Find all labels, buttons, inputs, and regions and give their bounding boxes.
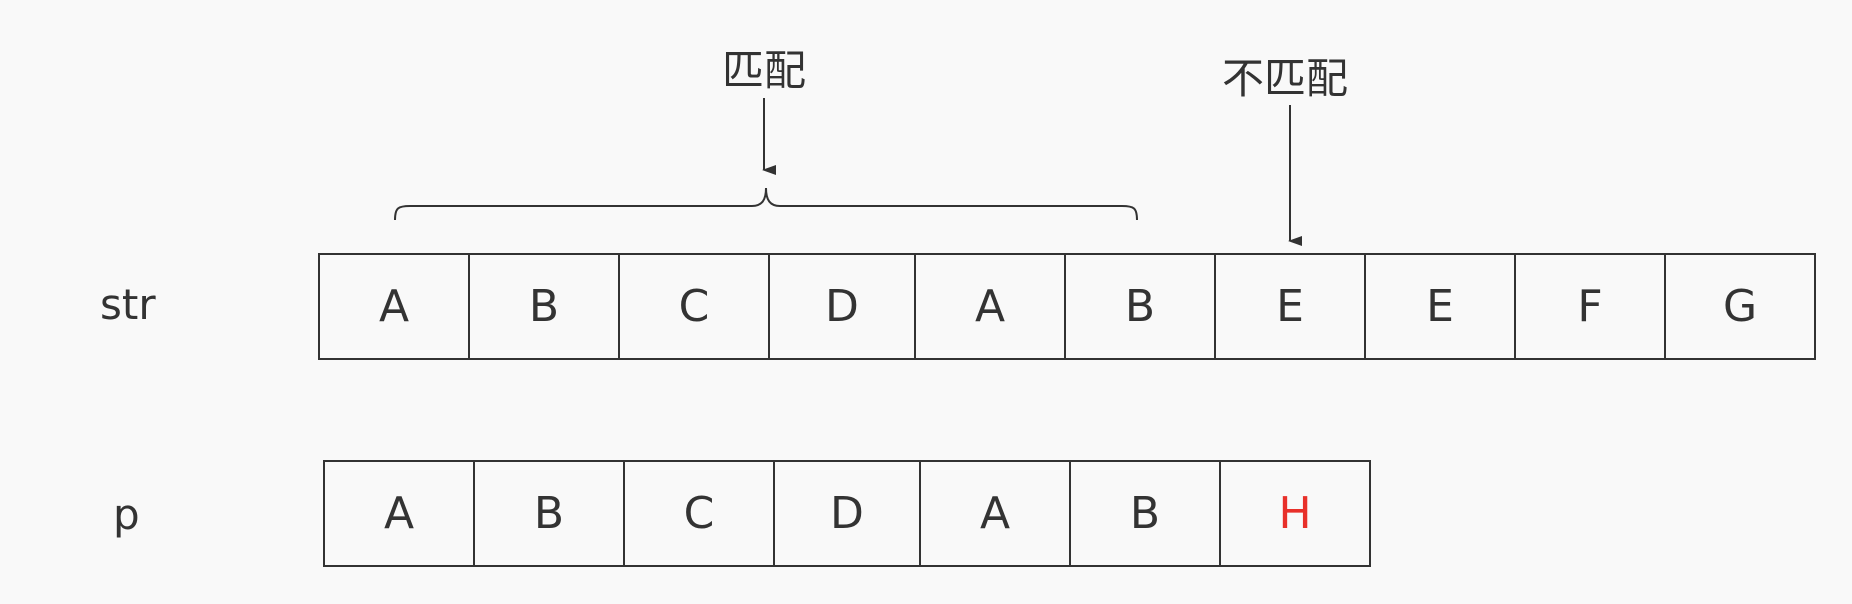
mismatch-annotation: 不匹配 [1222,54,1349,103]
match-brace [394,187,1138,221]
str-cell-5: B [1066,255,1216,358]
str-cell-7: E [1366,255,1516,358]
p-cell-2: C [625,462,775,565]
p-cell-6: H [1278,488,1312,539]
p-cell-0: A [325,462,475,565]
str-label: str [100,280,156,329]
str-cell-6: E [1216,255,1366,358]
str-cell-1: B [470,255,620,358]
str-cell-4: A [916,255,1066,358]
str-cell-9: G [1722,281,1758,332]
str-cell-2: C [620,255,770,358]
p-cell-1: B [475,462,625,565]
str-cell-0: A [320,255,470,358]
p-cell-4: A [921,462,1071,565]
p-cell-3: D [775,462,921,565]
p-cell-5: B [1071,462,1221,565]
str-cell-8: F [1516,255,1666,358]
match-annotation: 匹配 [722,46,807,95]
p-label: p [113,490,140,539]
str-cell-3: D [770,255,916,358]
